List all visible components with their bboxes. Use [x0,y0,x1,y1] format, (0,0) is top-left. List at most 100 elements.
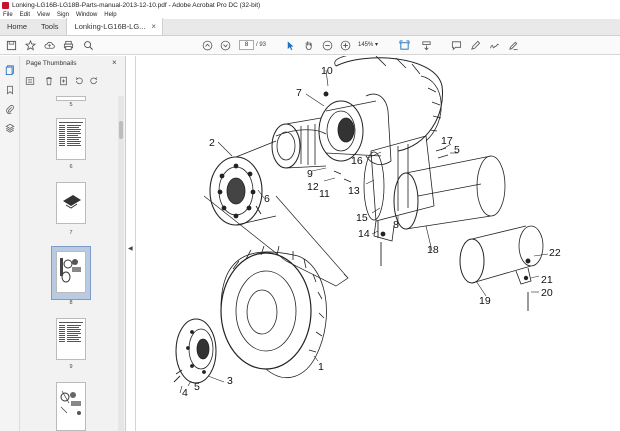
thumbnail-page-10[interactable] [56,382,86,431]
thumbnail-page-8[interactable] [56,251,86,293]
page-total: / 93 [256,42,267,48]
layers-icon[interactable] [4,122,16,134]
thumbnail-page-9[interactable] [56,318,86,360]
tab-tools[interactable]: Tools [41,22,59,31]
tab-document-label: Lonking-LG16B-LG... [74,22,146,31]
callout-16: 16 [351,155,363,167]
tab-home[interactable]: Home [7,22,28,31]
attachments-icon[interactable] [4,103,16,115]
callout-14: 14 [358,228,370,240]
save-icon[interactable] [5,39,17,51]
delete-page-icon[interactable] [43,75,55,87]
callout-labels: 10 7 2 6 9 12 11 13 16 15 14 8 18 17 5 1… [182,65,561,399]
callout-19: 19 [479,295,491,307]
callout-15: 15 [356,212,368,224]
callout-6: 6 [264,193,270,205]
thumbnail-page-5[interactable] [56,96,86,101]
rotate-counterclockwise-icon[interactable] [73,75,85,87]
thumbnail-page-6[interactable] [56,118,86,160]
callout-2: 2 [209,137,215,149]
hand-tool-icon[interactable] [302,39,314,51]
scroll-mode-icon[interactable] [420,39,432,51]
callout-4: 4 [182,387,188,399]
panel-close-button[interactable]: × [112,58,117,67]
wheel-rim [175,318,217,384]
rotate-clockwise-icon[interactable] [88,75,100,87]
callout-21: 21 [541,274,553,286]
callout-7: 7 [296,87,302,99]
main-toolbar: 8 / 93 145% ▾ [0,36,620,55]
next-page-icon[interactable] [219,39,231,51]
thumbnail-page-7[interactable] [56,182,86,224]
rear-wheel-tire [334,56,443,152]
acrobat-app-icon [2,1,9,9]
fit-page-icon[interactable] [398,39,410,51]
tab-document[interactable]: Lonking-LG16B-LG... × [65,18,164,35]
document-view[interactable]: 10 7 2 6 9 12 11 13 16 15 14 8 18 17 5 1… [136,56,620,431]
zoom-level-select[interactable]: 145% ▾ [358,40,384,50]
navigation-rail [0,56,20,431]
menu-view[interactable]: View [37,11,50,18]
title-bar: Lonking-LG16B-LG18B-Parts-manual-2013-12… [0,0,620,10]
menu-file[interactable]: File [3,11,13,18]
collapse-panel-arrow[interactable]: ◀ [128,246,133,252]
panel-title: Page Thumbnails [26,60,77,67]
callout-10: 10 [321,65,333,77]
zoom-in-icon[interactable] [339,39,351,51]
menu-bar: File Edit View Sign Window Help [0,10,620,19]
previous-page-icon[interactable] [201,39,213,51]
cylinder-tube-18 [393,155,506,230]
menu-window[interactable]: Window [75,11,98,18]
page-thumbnails-icon[interactable] [4,64,16,76]
leader-lines [179,69,549,394]
draw-signature-icon[interactable] [488,39,500,51]
callout-22: 22 [549,247,561,259]
select-cursor-icon[interactable] [284,39,296,51]
comment-icon[interactable] [450,39,462,51]
callout-9: 9 [307,168,313,180]
window-title: Lonking-LG16B-LG18B-Parts-manual-2013-12… [12,1,261,9]
thumbnail-label: 5 [69,102,73,108]
callout-12: 12 [307,181,319,193]
assembly-outline [203,195,349,287]
menu-help[interactable]: Help [104,11,117,18]
zoom-out-icon[interactable] [321,39,333,51]
callout-8: 8 [393,219,399,231]
thumbnail-label: 6 [69,164,73,170]
scrollbar-thumb[interactable] [119,121,123,139]
page-thumbnails-panel: Page Thumbnails × 5 [20,56,126,431]
insert-page-icon[interactable] [58,75,70,87]
menu-sign[interactable]: Sign [56,11,69,18]
print-icon[interactable] [62,39,74,51]
callout-5-top: 5 [454,144,460,156]
search-icon[interactable] [82,39,94,51]
zoom-level-value: 145% [358,42,374,48]
bookmarks-icon[interactable] [4,84,16,96]
callout-17: 17 [441,135,453,147]
front-tire [220,245,327,379]
cloud-upload-icon[interactable] [43,39,55,51]
exploded-parts-drawing: 10 7 2 6 9 12 11 13 16 15 14 8 18 17 5 1… [173,56,561,399]
thumbnails-scrollbar[interactable] [118,96,124,431]
page-number-input[interactable]: 8 [239,40,254,50]
tab-close-button[interactable]: × [151,22,157,31]
callout-18: 18 [427,244,439,256]
callout-11: 11 [319,188,330,200]
callout-5-bottom: 5 [194,381,200,393]
callout-13: 13 [348,185,360,197]
thumbnail-label: 7 [69,230,73,236]
housing-center [363,135,435,242]
fasteners [173,91,531,383]
axle-hub-assembly [271,93,392,169]
cylinder-tube-19 [459,225,544,285]
options-menu-icon[interactable] [24,75,36,87]
bookmark-star-icon[interactable] [24,39,36,51]
callout-1: 1 [318,361,324,373]
chevron-down-icon: ▾ [375,42,379,48]
highlight-pen-icon[interactable] [469,39,481,51]
fill-sign-icon[interactable] [507,39,519,51]
thumbnail-label: 9 [69,364,73,370]
callout-3: 3 [227,375,233,387]
menu-edit[interactable]: Edit [19,11,31,18]
panel-divider[interactable] [135,56,136,431]
